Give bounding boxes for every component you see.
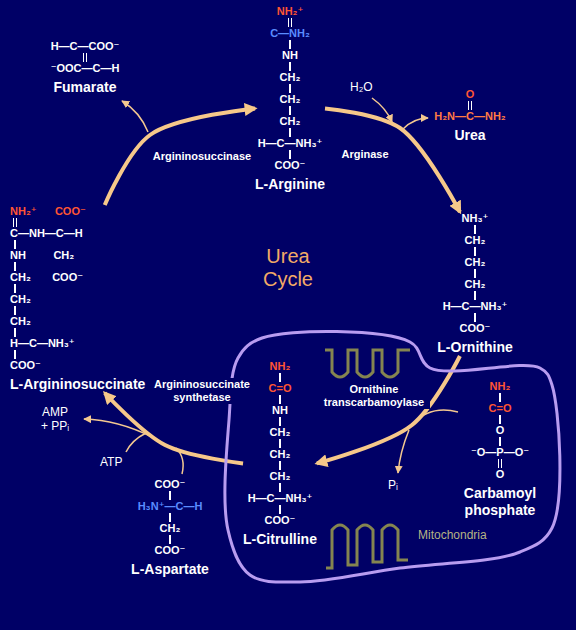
molecule-name: Fumarate	[51, 79, 120, 96]
mitochondrion-region: Mitochondria NH₂ C=O O ⁻O—P—O⁻ O Carbamoyl pho…	[222, 332, 558, 584]
cycle-arrow	[317, 356, 460, 463]
structure-formula: COO⁻	[255, 159, 325, 172]
structure-formula: CH₂	[243, 426, 317, 439]
structure-formula: H₃N⁺—C—H	[131, 500, 209, 513]
enzyme-label: Ornithine transcarbamoylase	[318, 383, 430, 409]
cycle-arrow	[105, 108, 255, 205]
enzyme-label: Arginase	[335, 148, 395, 161]
structure-formula: CH₂	[243, 470, 317, 483]
structure-formula: CH₂	[255, 115, 325, 128]
structure-formula: COO⁻	[131, 544, 209, 557]
region-label: Mitochondria	[418, 528, 487, 542]
structure-formula: CH₂	[255, 93, 325, 106]
structure-formula: H—C—COO⁻	[51, 40, 120, 53]
urea-release-arrow	[403, 118, 428, 129]
molecule-name: L-Aspartate	[131, 561, 209, 578]
structure-formula: NH₂	[243, 360, 317, 373]
structure-formula: NH₂⁺ COO⁻	[10, 205, 145, 218]
structure-formula: O	[434, 88, 506, 101]
molecule: NH₂⁺ COO⁻ C—NH—C—H NH CH₂ CH₂ COO⁻ CH₂ CH₂ H—C…	[10, 205, 145, 393]
structure-formula: COO⁻	[131, 478, 209, 491]
cycle-title: Urea Cycle	[250, 245, 326, 291]
structure-formula: NH	[255, 49, 325, 62]
molecule-name: L-Arginine	[255, 176, 325, 193]
structure-formula: H—C—NH₃⁺	[243, 492, 317, 505]
molecule-name: L-Citrulline	[243, 531, 317, 548]
structure-formula: NH	[243, 404, 317, 417]
molecule: NH₂ C=O O ⁻O—P—O⁻ O Carbamoyl phosphate	[455, 380, 545, 519]
structure-formula: H—C—NH₃⁺	[10, 337, 145, 350]
membrane-outline	[225, 331, 560, 582]
cofactor-label: ATP	[100, 455, 122, 469]
structure-formula: COO⁻	[437, 322, 512, 335]
molecule: NH₂ C=O NH CH₂ CH₂ CH₂ H—C—NH₃⁺ COO⁻ L-Citrullin…	[243, 360, 317, 548]
structure-formula: H—C—NH₃⁺	[437, 300, 512, 313]
structure-formula: COO⁻	[10, 359, 145, 372]
cofactor-label: AMP + PPᵢ	[38, 405, 72, 433]
structure-formula: CH₂	[10, 315, 145, 328]
structure-formula: CH₂ COO⁻	[10, 271, 145, 284]
structure-formula: CH₂	[437, 256, 512, 269]
molecule-name: Urea	[434, 127, 506, 144]
molecule-name: Carbamoyl phosphate	[455, 485, 545, 519]
structure-formula: CH₂	[437, 278, 512, 291]
cofactor-label: H₂O	[350, 80, 373, 94]
crista	[325, 350, 410, 377]
molecule: COO⁻ H₃N⁺—C—H CH₂ COO⁻ L-Aspartate	[131, 478, 209, 578]
structure-formula: C=O	[243, 382, 317, 395]
structure-formula: CH₂	[131, 522, 209, 535]
crista	[326, 525, 408, 568]
structure-formula: C=O	[455, 402, 545, 415]
molecule: NH₂⁺ C—NH₂ NH CH₂ CH₂ CH₂ H—C—NH₃⁺ COO⁻ L-Argini…	[255, 5, 325, 193]
molecule: NH₃⁺ CH₂ CH₂ CH₂ H—C—NH₃⁺ COO⁻ L-Ornithine	[437, 212, 512, 356]
structure-formula: C—NH—C—H	[10, 227, 145, 240]
structure-formula: C—NH₂	[255, 27, 325, 40]
structure-formula: H—C—NH₃⁺	[255, 137, 325, 150]
structure-formula: ⁻OOC—C—H	[51, 62, 120, 75]
structure-formula: CH₂	[10, 293, 145, 306]
structure-formula: NH CH₂	[10, 249, 145, 262]
enzyme-label: Argininosuccinate synthetase	[152, 378, 252, 404]
structure-formula: ⁻O—P—O⁻	[455, 446, 545, 459]
cycle-arrow	[325, 108, 460, 212]
structure-formula: CH₂	[255, 71, 325, 84]
phosphate-release-arrow	[398, 430, 409, 473]
structure-formula: CH₂	[243, 448, 317, 461]
cofactor-label: Pᵢ	[388, 478, 398, 492]
structure-formula: NH₂⁺	[255, 5, 325, 18]
molecule: H—C—COO⁻ ⁻OOC—C—H Fumarate	[51, 40, 120, 96]
structure-formula: NH₂	[455, 380, 545, 393]
molecule: O H₂N—C—NH₂ Urea	[434, 88, 506, 144]
fumarate-release-arrow	[122, 101, 148, 132]
structure-formula: O	[455, 424, 545, 437]
structure-formula: CH₂	[437, 234, 512, 247]
structure-formula: H₂N—C—NH₂	[434, 110, 506, 123]
structure-formula: O	[455, 468, 545, 481]
molecule-name: L-Ornithine	[437, 339, 512, 356]
atp-entry-line	[126, 433, 146, 452]
structure-formula: COO⁻	[243, 514, 317, 527]
enzyme-label: Argininosuccinase	[150, 150, 254, 163]
structure-formula: NH₃⁺	[437, 212, 512, 225]
molecule-name: L-Argininosuccinate	[10, 376, 145, 393]
